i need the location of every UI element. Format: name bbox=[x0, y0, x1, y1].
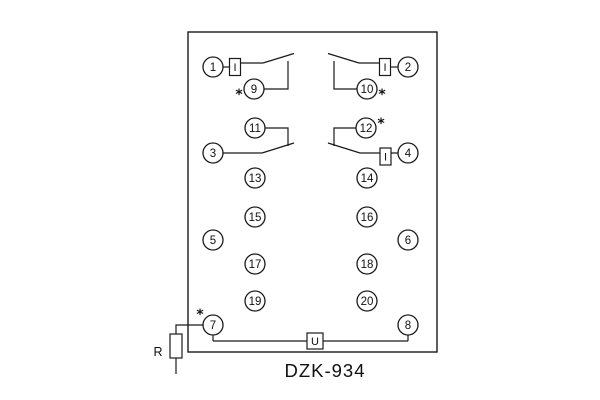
terminal-number: 6 bbox=[405, 235, 411, 247]
terminal-circle bbox=[244, 167, 266, 189]
terminal-circle bbox=[356, 167, 378, 189]
terminal-number: 7 bbox=[210, 320, 216, 332]
terminal-circle bbox=[244, 290, 266, 312]
terminal-10: 10 bbox=[356, 78, 378, 100]
terminal-circle bbox=[243, 78, 265, 100]
asterisk-7: * bbox=[196, 307, 204, 323]
terminal-circle bbox=[244, 117, 266, 139]
terminal-circle bbox=[244, 206, 266, 228]
terminal-circle bbox=[356, 253, 378, 275]
resistor-lead-top bbox=[175, 324, 203, 334]
contact-1-9: I bbox=[223, 52, 295, 90]
terminal-number: 11 bbox=[249, 123, 261, 135]
terminal-20: 20 bbox=[356, 290, 378, 312]
terminal-circle bbox=[202, 56, 224, 78]
terminal-number: 15 bbox=[249, 212, 262, 224]
wire bbox=[333, 127, 356, 146]
terminal-circle bbox=[202, 314, 224, 336]
terminal-4: 4 bbox=[397, 142, 419, 164]
terminal-7: 7 bbox=[202, 314, 224, 336]
contact-blade bbox=[262, 52, 295, 64]
terminal-3: 3 bbox=[202, 142, 224, 164]
terminal-9: 9 bbox=[243, 78, 265, 100]
asterisk-10: * bbox=[378, 87, 386, 103]
terminal-17: 17 bbox=[244, 253, 266, 275]
terminal-number: 2 bbox=[405, 62, 411, 74]
terminal-number: 14 bbox=[361, 173, 374, 185]
terminal-number: 10 bbox=[361, 84, 374, 96]
resistor-branch: R bbox=[153, 324, 203, 374]
relay-outline bbox=[187, 31, 438, 353]
resistor bbox=[169, 333, 183, 359]
contact-3-11 bbox=[223, 127, 295, 154]
terminal-12: 12 bbox=[355, 117, 377, 139]
terminal-1: 1 bbox=[202, 56, 224, 78]
voltage-label: U bbox=[311, 336, 319, 348]
asterisk-9: * bbox=[235, 87, 243, 103]
terminal-14: 14 bbox=[356, 167, 378, 189]
terminal-circle bbox=[397, 229, 419, 251]
voltage-box bbox=[306, 332, 324, 350]
contact-blade bbox=[261, 142, 295, 154]
terminal-5: 5 bbox=[202, 229, 224, 251]
terminal-circle bbox=[397, 142, 419, 164]
contact-blade bbox=[327, 142, 361, 154]
terminal-13: 13 bbox=[244, 167, 266, 189]
resistor-label: R bbox=[153, 345, 162, 359]
wire bbox=[265, 127, 289, 146]
terminal-circle bbox=[397, 56, 419, 78]
contact-blade bbox=[327, 52, 360, 64]
terminal-number: 19 bbox=[249, 296, 262, 308]
asterisk-12: * bbox=[377, 116, 385, 132]
terminal-11: 11 bbox=[244, 117, 266, 139]
coil-box-1 bbox=[228, 57, 242, 77]
model-title: DZK-934 bbox=[284, 360, 365, 381]
terminal-8: 8 bbox=[397, 314, 419, 336]
coil-label-2: I bbox=[383, 62, 386, 74]
terminal-circle bbox=[202, 229, 224, 251]
terminal-19: 19 bbox=[244, 290, 266, 312]
coil-box-4 bbox=[379, 147, 392, 166]
terminal-number: 5 bbox=[210, 235, 216, 247]
terminal-circle bbox=[355, 117, 377, 139]
coil-box-2 bbox=[378, 57, 392, 77]
terminal-number: 9 bbox=[251, 84, 257, 96]
terminal-circle bbox=[356, 206, 378, 228]
terminal-18: 18 bbox=[356, 253, 378, 275]
terminal-number: 8 bbox=[405, 320, 411, 332]
terminal-circle bbox=[397, 314, 419, 336]
terminal-number: 3 bbox=[210, 148, 216, 160]
terminal-16: 16 bbox=[356, 206, 378, 228]
terminal-2: 2 bbox=[397, 56, 419, 78]
coil-label-4: I bbox=[384, 152, 387, 164]
terminal-number: 1 bbox=[210, 62, 216, 74]
terminal-circle bbox=[202, 142, 224, 164]
coil-label-1: I bbox=[233, 62, 236, 74]
contact-4-12: I bbox=[327, 127, 398, 166]
terminal-6: 6 bbox=[397, 229, 419, 251]
terminal-number: 4 bbox=[405, 148, 412, 160]
terminal-circle bbox=[356, 290, 378, 312]
terminal-number: 20 bbox=[361, 296, 374, 308]
terminal-circle bbox=[244, 253, 266, 275]
contact-2-10: I bbox=[327, 52, 398, 90]
terminal-circle bbox=[356, 78, 378, 100]
terminal-number: 12 bbox=[360, 123, 373, 135]
bottom-bus: U bbox=[212, 332, 409, 350]
terminal-number: 13 bbox=[249, 173, 262, 185]
wire bbox=[264, 61, 289, 90]
terminal-number: 18 bbox=[361, 259, 374, 271]
terminal-15: 15 bbox=[244, 206, 266, 228]
wire bbox=[333, 61, 357, 90]
terminal-number: 16 bbox=[361, 212, 374, 224]
terminal-number: 17 bbox=[249, 259, 262, 271]
